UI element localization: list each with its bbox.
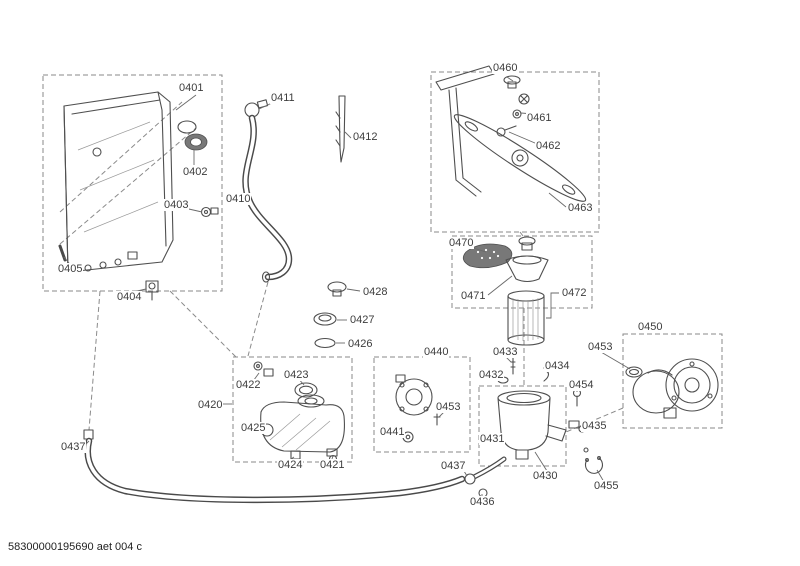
microfilter-0472 (507, 290, 545, 346)
motor-assembly-box (622, 333, 723, 429)
part-label-0428: 0428 (362, 286, 389, 298)
coarse-filter-0471 (505, 255, 549, 283)
part-label-0412: 0412 (352, 131, 379, 143)
valve-0404 (145, 280, 159, 301)
part-label-0436: 0436 (469, 496, 496, 508)
tub-panel (63, 91, 174, 273)
part-label-0424: 0424 (277, 459, 304, 471)
spray-arm-0463 (453, 114, 587, 202)
seal-rings-0402 (177, 120, 208, 151)
part-label-0454: 0454 (568, 379, 595, 391)
part-label-0410: 0410 (225, 193, 252, 205)
part-label-0422: 0422 (235, 379, 262, 391)
sump-hose (464, 456, 507, 498)
assembly-boxes (42, 71, 723, 467)
part-label-0437-left: 0437 (60, 441, 87, 453)
o-ring-0423 (294, 382, 318, 398)
o-ring-0453-right (625, 366, 643, 378)
part-label-0461: 0461 (526, 112, 553, 124)
sump-body-0431 (497, 397, 551, 451)
sump-assembly-box (478, 385, 567, 467)
drain-hose-0437 (83, 429, 466, 504)
part-label-0470: 0470 (448, 237, 475, 249)
part-label-0401: 0401 (178, 82, 205, 94)
part-label-0441: 0441 (379, 426, 406, 438)
part-label-0431: 0431 (479, 433, 506, 445)
circlip-0455 (584, 457, 603, 474)
inlet-hose-0410 (242, 99, 293, 283)
filter-plate-perforations (476, 248, 500, 260)
circulation-pump (395, 374, 441, 443)
drawing-code: 58300000195690 aet 004 c (8, 541, 142, 553)
filter-assembly (462, 236, 549, 346)
cap-0427 (313, 312, 337, 326)
pump-assembly-box (373, 356, 471, 453)
filter-assembly-box (451, 235, 593, 309)
bearing-0462 (496, 125, 517, 137)
part-label-0434: 0434 (544, 360, 571, 372)
spray-arm-assembly (435, 65, 587, 202)
part-label-0427: 0427 (349, 314, 376, 326)
fitting-0403 (200, 206, 219, 218)
valve-0435 (568, 420, 580, 429)
part-label-0403: 0403 (163, 199, 190, 211)
part-label-0453-right: 0453 (587, 341, 614, 353)
screw-0433 (508, 355, 518, 375)
part-label-0420: 0420 (197, 399, 224, 411)
heater-body (260, 401, 345, 453)
part-label-0440: 0440 (423, 346, 450, 358)
part-label-0462: 0462 (535, 140, 562, 152)
inlet-pipe-0412 (335, 95, 346, 163)
caps-and-ring (313, 281, 347, 349)
part-label-0435: 0435 (581, 420, 608, 432)
part-label-0423: 0423 (283, 369, 310, 381)
part-label-0437-mid: 0437 (440, 460, 467, 472)
screw-0453-mid (433, 413, 441, 426)
part-label-0411: 0411 (270, 92, 296, 104)
part-label-0433: 0433 (492, 346, 519, 358)
part-label-0402: 0402 (182, 166, 209, 178)
nut-0461 (512, 109, 522, 119)
part-label-0421: 0421 (319, 459, 346, 471)
cap-0428 (327, 281, 347, 293)
part-label-0425: 0425 (240, 422, 267, 434)
drain-pump-motor (625, 358, 719, 419)
spray-cap-0460 (503, 75, 530, 105)
filter-plate-0470 (462, 243, 513, 269)
part-label-0463: 0463 (567, 202, 594, 214)
part-label-0430: 0430 (532, 470, 559, 482)
part-label-0453-mid: 0453 (435, 401, 462, 413)
part-label-0404: 0404 (116, 291, 143, 303)
ring-0426 (314, 337, 336, 349)
part-label-0460: 0460 (492, 62, 519, 74)
part-label-0432: 0432 (478, 369, 505, 381)
part-label-0426: 0426 (347, 338, 374, 350)
part-label-0455: 0455 (593, 480, 620, 492)
part-label-0472: 0472 (561, 287, 588, 299)
part-label-0471: 0471 (460, 290, 487, 302)
part-label-0405: 0405 (57, 263, 84, 275)
sump-assembly (497, 355, 603, 474)
part-label-0450: 0450 (637, 321, 664, 333)
heat-pump-assembly (253, 361, 345, 464)
